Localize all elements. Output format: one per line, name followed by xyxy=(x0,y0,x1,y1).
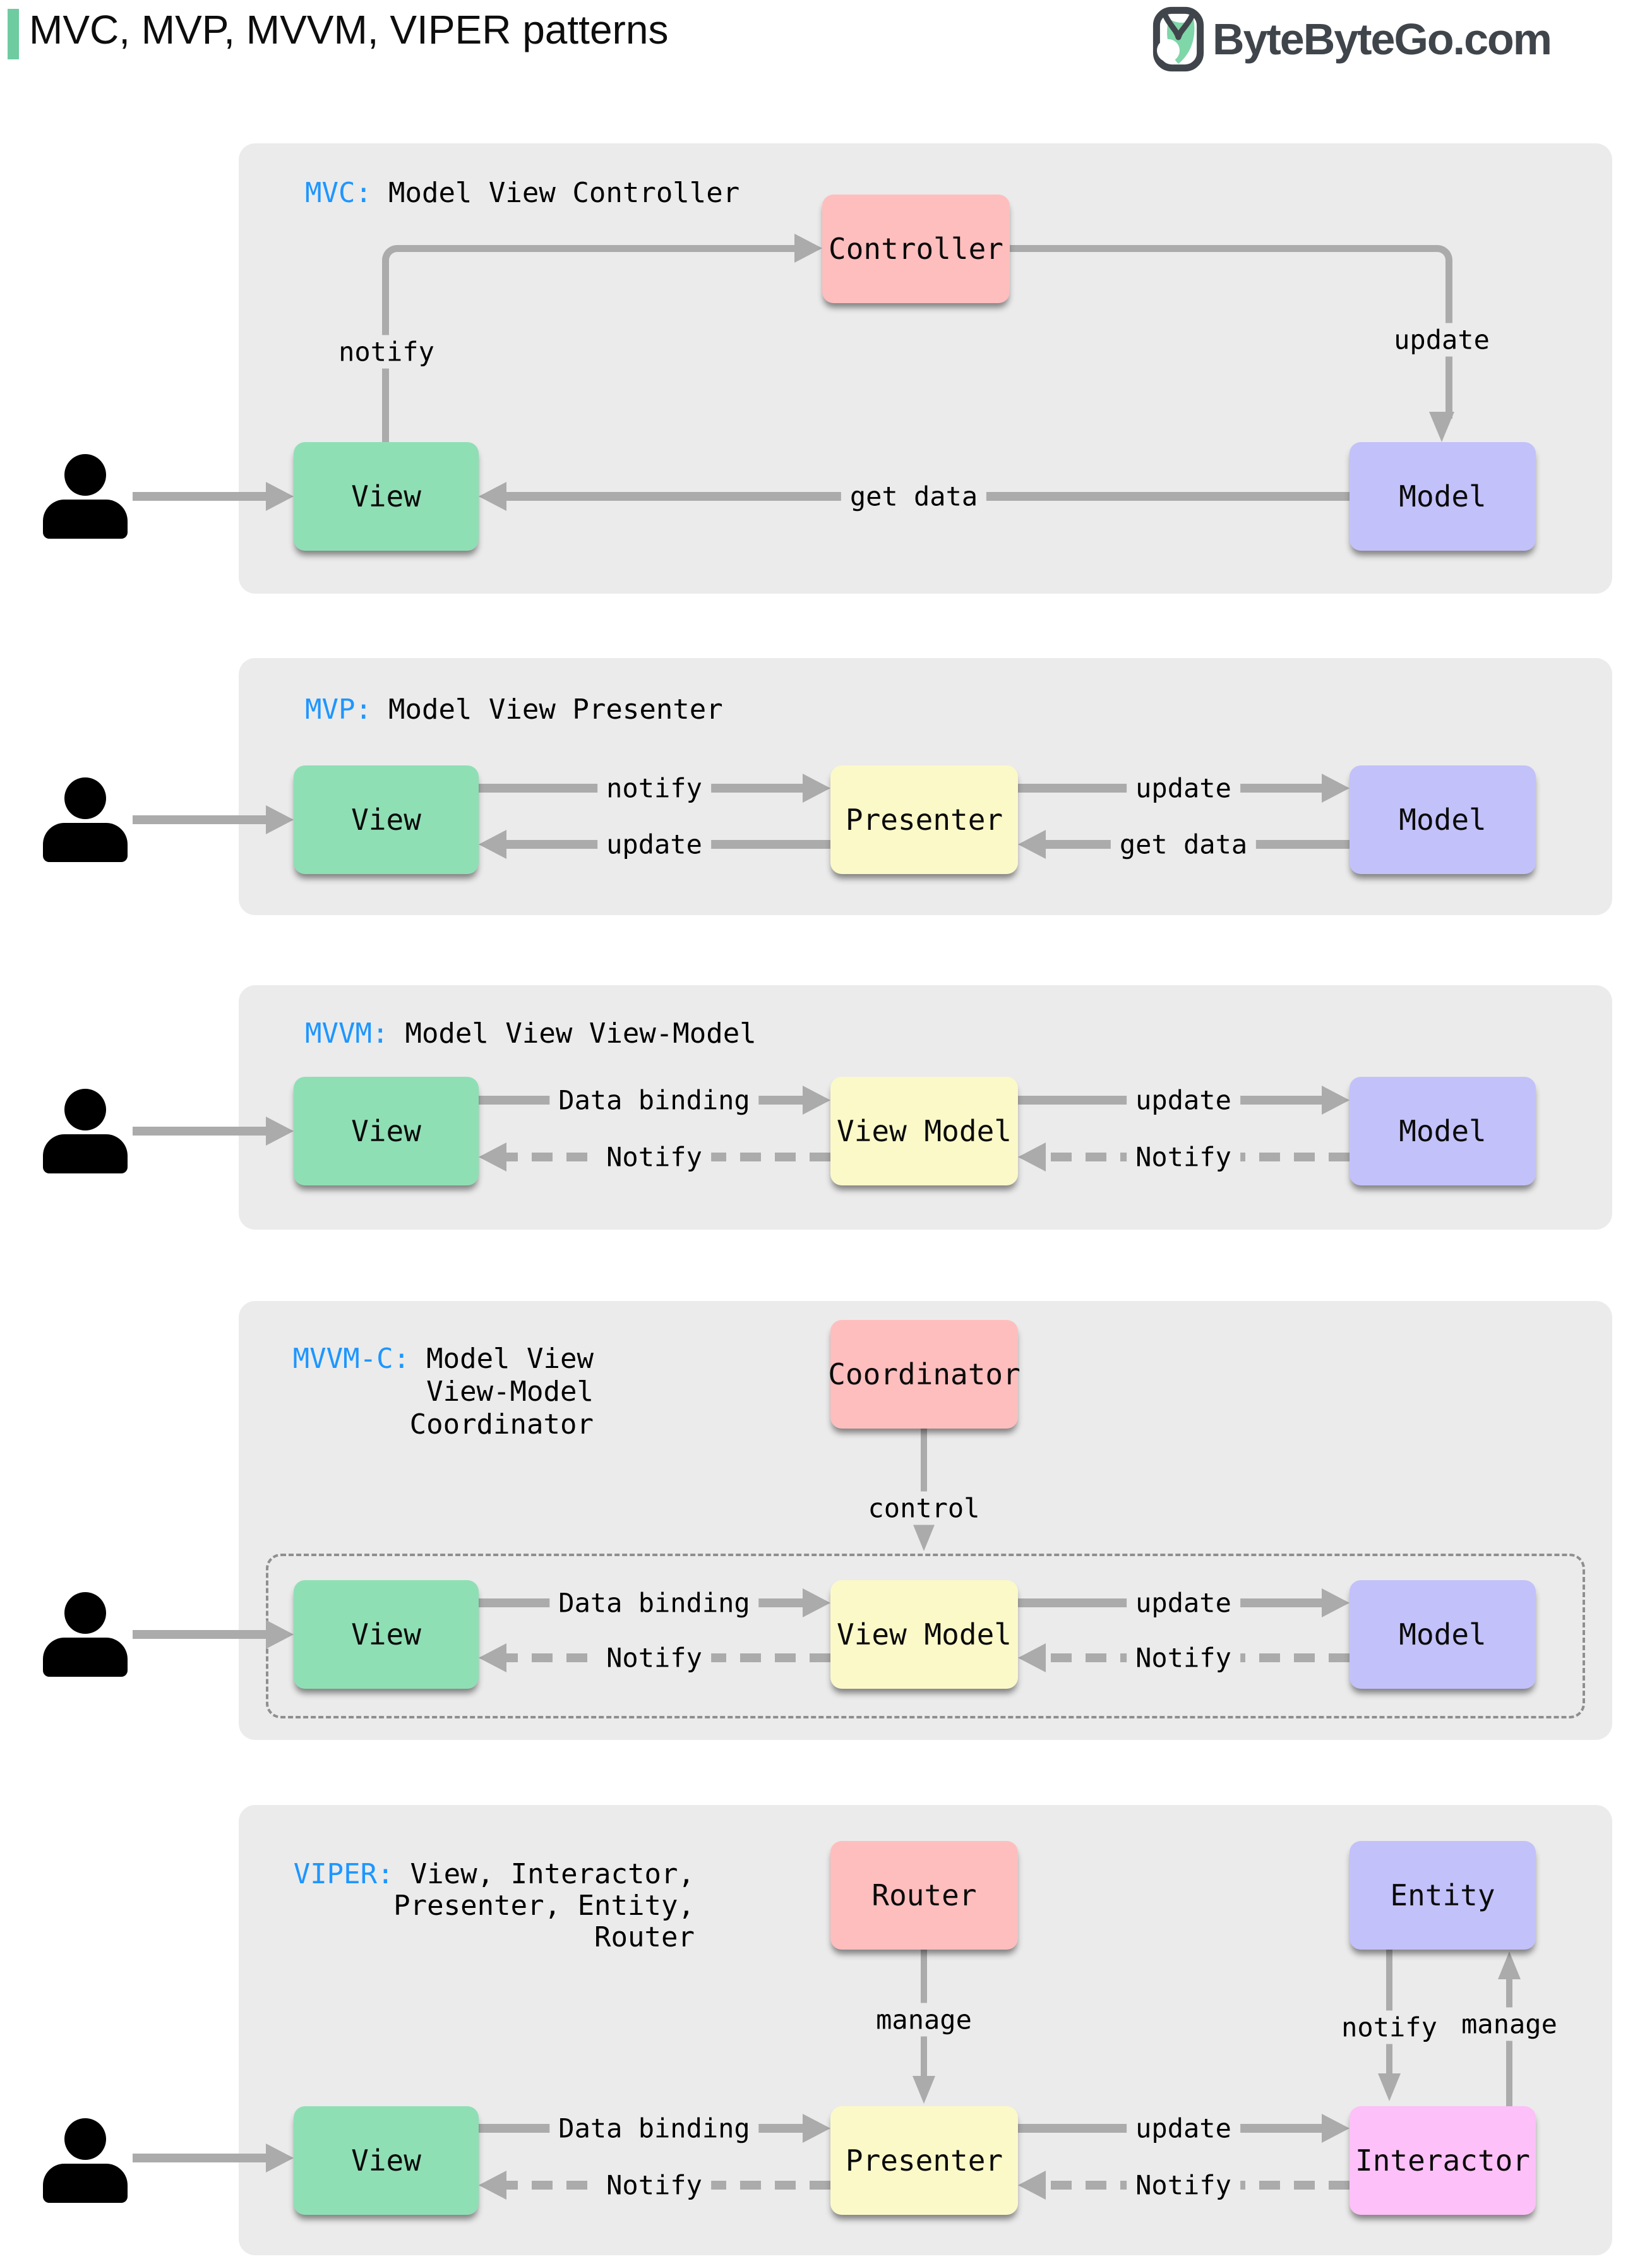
brand-name: ByteByteGo.com xyxy=(1212,15,1552,64)
viper-update-label: update xyxy=(1127,2111,1240,2145)
mvvm-keyword: MVVM: xyxy=(305,1017,389,1050)
mvp-view-box: View xyxy=(294,765,479,874)
mvvmc-keyword: MVVM-C: xyxy=(292,1343,410,1375)
viper-manage-interactor-line xyxy=(1506,1979,1512,2106)
mvc-notify-connector xyxy=(382,245,801,449)
mvvmc-update-label: update xyxy=(1127,1586,1240,1620)
viper-manage-router-arrowhead xyxy=(913,2076,935,2104)
mvc-notify-arrowhead xyxy=(794,234,822,263)
mvvmc-data-binding-label: Data binding xyxy=(549,1586,759,1620)
mvc-update-label: update xyxy=(1385,323,1499,357)
mvvm-update-label: update xyxy=(1127,1083,1240,1117)
mvp-update-model-label: update xyxy=(1127,771,1240,805)
mvvm-notify-view-label: Notify xyxy=(597,1140,711,1174)
mvvmc-section-label: MVVM-C:Model View View-Model Coordinator xyxy=(292,1343,594,1441)
mvvmc-view-model-box: View Model xyxy=(830,1580,1018,1689)
mvc-view-box: View xyxy=(294,442,479,551)
mvvm-user-arrow xyxy=(133,1117,294,1146)
mvc-update-arrowhead xyxy=(1429,412,1454,442)
viper-router-box: Router xyxy=(830,1841,1018,1950)
mvvm-view-model-box: View Model xyxy=(830,1077,1018,1185)
brand: ByteByteGo.com xyxy=(1152,6,1552,72)
viper-user-arrow xyxy=(133,2143,294,2173)
mvc-user-arrow xyxy=(133,482,294,511)
mvvm-section-label: MVVM:Model View View-Model xyxy=(305,1017,757,1050)
mvp-get-data-label: get data xyxy=(1110,827,1257,861)
viper-presenter-box: Presenter xyxy=(830,2106,1018,2215)
mvvmc-control-line xyxy=(921,1429,927,1523)
viper-notify-view-label: Notify xyxy=(597,2168,711,2202)
mvvmc-notify-vm-label: Notify xyxy=(1127,1641,1240,1675)
page-title: MVC, MVP, MVVM, VIPER patterns xyxy=(29,7,669,52)
mvc-controller-box: Controller xyxy=(822,195,1010,303)
mvc-notify-label: notify xyxy=(330,335,443,369)
viper-interactor-box: Interactor xyxy=(1350,2106,1536,2215)
mvc-get-data-label: get data xyxy=(841,479,987,513)
mvp-presenter-box: Presenter xyxy=(830,765,1018,874)
user-icon xyxy=(43,1089,128,1173)
viper-manage-interactor-label: manage xyxy=(1452,2007,1566,2041)
mvvmc-control-label: control xyxy=(859,1491,989,1525)
mvvm-data-binding-label: Data binding xyxy=(549,1083,759,1117)
viper-notify-entity-arrowhead xyxy=(1378,2073,1401,2101)
mvp-notify-label: notify xyxy=(597,771,711,805)
user-icon xyxy=(43,1592,128,1677)
mvc-keyword: MVC: xyxy=(305,177,372,209)
viper-entity-box: Entity xyxy=(1350,1841,1536,1950)
mvvmc-control-arrowhead xyxy=(913,1523,935,1551)
mvp-update-view-label: update xyxy=(597,827,711,861)
viper-manage-router-label: manage xyxy=(867,2003,981,2037)
mvvm-view-box: View xyxy=(294,1077,479,1185)
mvc-section-label: MVC:Model View Controller xyxy=(305,177,740,209)
viper-data-binding-label: Data binding xyxy=(549,2111,759,2145)
mvp-user-arrow xyxy=(133,805,294,834)
mvvm-model-box: Model xyxy=(1350,1077,1536,1185)
mvvmc-coordinator-box: Coordinator xyxy=(828,1320,1021,1429)
viper-notify-entity-label: notify xyxy=(1332,2010,1446,2044)
bytebytego-logo-icon xyxy=(1152,6,1204,72)
user-icon xyxy=(43,454,128,539)
mvvmc-model-box: Model xyxy=(1350,1580,1536,1689)
mvp-keyword: MVP: xyxy=(305,693,372,726)
mvvmc-user-arrow xyxy=(133,1620,294,1649)
viper-keyword: VIPER: xyxy=(293,1858,394,1890)
mvvm-notify-vm-label: Notify xyxy=(1127,1140,1240,1174)
mvp-section-label: MVP:Model View Presenter xyxy=(305,693,723,726)
mvp-model-box: Model xyxy=(1350,765,1536,874)
viper-manage-interactor-arrowhead xyxy=(1498,1951,1521,1979)
mvc-model-box: Model xyxy=(1350,442,1536,551)
viper-notify-presenter-label: Notify xyxy=(1127,2168,1240,2202)
user-icon xyxy=(43,777,128,862)
mvvmc-notify-view-label: Notify xyxy=(597,1641,711,1675)
viper-section-label: VIPER:View, Interactor, Presenter, Entit… xyxy=(293,1858,695,1953)
user-icon xyxy=(43,2118,128,2203)
title-accent-bar xyxy=(8,9,19,59)
mvvmc-view-box: View xyxy=(294,1580,479,1689)
viper-view-box: View xyxy=(294,2106,479,2215)
